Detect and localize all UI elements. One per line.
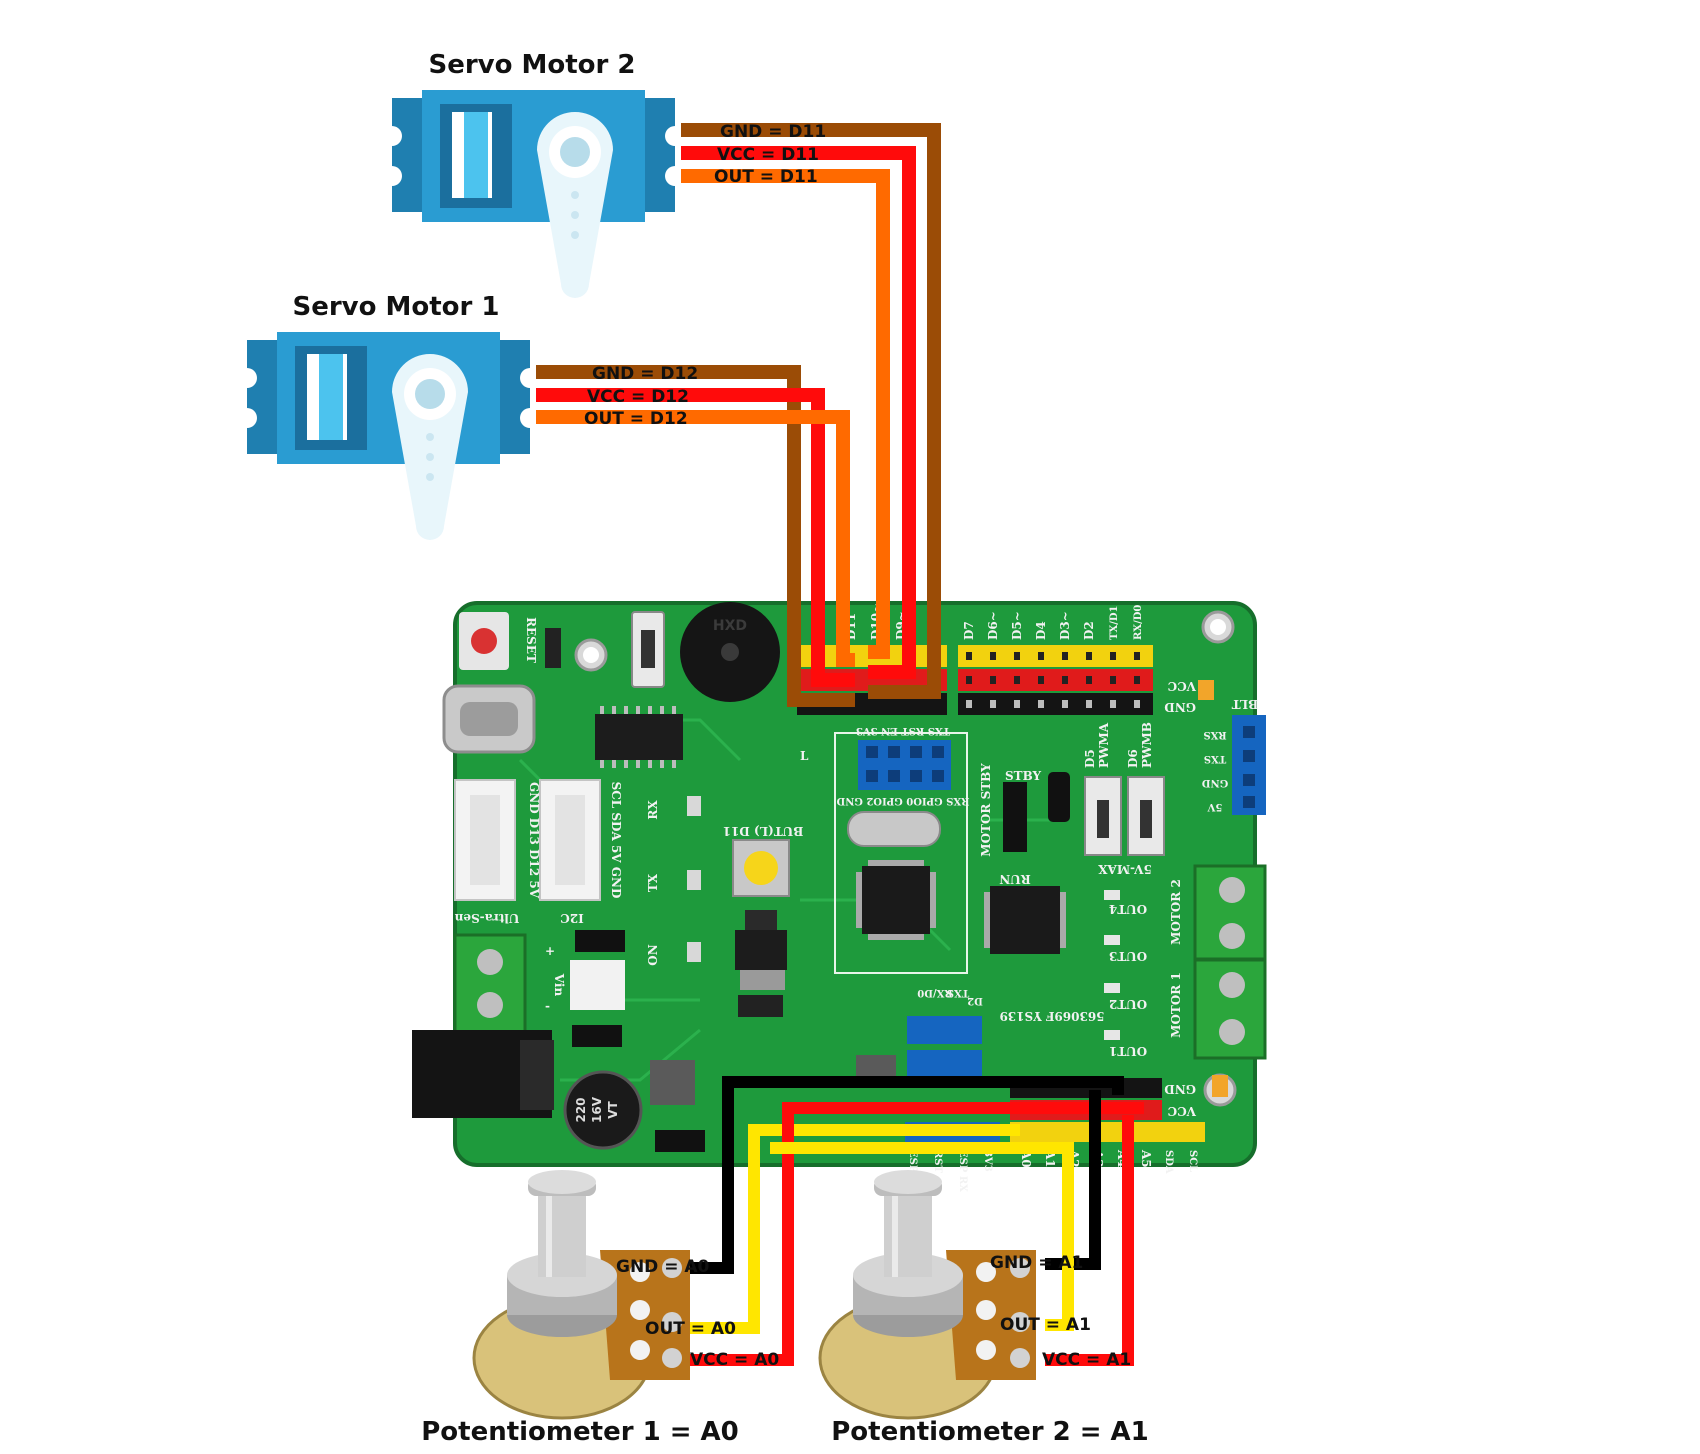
pin-scl: SCL: [1187, 1150, 1198, 1172]
pot-2-out-label: OUT = A1: [1000, 1315, 1091, 1335]
servo-1-out-wire: [536, 410, 855, 667]
run-label: RUN: [999, 872, 1030, 886]
d2-label: D2: [967, 995, 983, 1006]
blt-label: BLT: [1232, 697, 1259, 711]
pwmb-label: PWMB: [1140, 722, 1154, 768]
pot-1-out-wire: [690, 1124, 1020, 1334]
d5-label: D5: [1083, 749, 1097, 768]
l-led-label: L: [800, 749, 809, 763]
cap-220: 220: [574, 1097, 588, 1122]
vin-label: Vin: [552, 973, 566, 997]
pot-1-wires: [690, 1076, 1144, 1366]
blt-txs: TXS: [1204, 753, 1226, 764]
on-label: ON: [646, 944, 660, 965]
pot-2-gnd-label: GND = A1: [990, 1253, 1083, 1273]
plus-label: +: [545, 944, 555, 958]
pin-d7: D7: [962, 621, 976, 640]
ultra-sen-label: Ultra-Sen: [454, 911, 519, 925]
pin-rx-d0: RX/D0: [1133, 605, 1144, 640]
out2-label: OUT2: [1109, 997, 1147, 1011]
header-gnd-label: GND: [1164, 700, 1196, 714]
servo-1-vcc-wire: [536, 388, 855, 687]
esp-pins-label: TXS RST EN 3V3: [856, 725, 950, 736]
servo-2-vcc-label: VCC = D11: [717, 145, 819, 165]
pin-d3: D3~: [1058, 611, 1072, 640]
i2c-pins-label: SCL SDA 5V GND: [609, 782, 623, 899]
esp-pins2-label: RXS GPIO0 GPIO2 GND: [836, 795, 969, 806]
chip-code-label: 563069F YS139: [999, 1009, 1104, 1023]
3v3-bottom: 3V3: [982, 1150, 993, 1172]
tx-label: TX: [646, 873, 660, 892]
pin-d4: D4: [1034, 621, 1048, 640]
servo-1-wires: [536, 365, 855, 707]
pot-2-vcc-label: VCC = A1: [1042, 1350, 1131, 1370]
pin-sda: SDA: [1163, 1150, 1174, 1174]
out4-label: OUT4: [1109, 902, 1147, 916]
out1-label: OUT1: [1109, 1044, 1147, 1058]
bottom-vcc-label: VCC: [1168, 1104, 1197, 1118]
servo-2-gnd-label: GND = D11: [720, 122, 826, 142]
pot-2-out-wire: [770, 1142, 1074, 1331]
esp-rx-bottom: ESP RX: [957, 1150, 968, 1192]
buzzer-label: HXD: [713, 618, 747, 634]
servo-1-out-label: OUT = D12: [584, 409, 688, 429]
header-vcc-label: VCC: [1168, 679, 1197, 693]
pot-1-gnd-label: GND = A0: [616, 1257, 710, 1277]
pwma-label: PWMA: [1097, 722, 1111, 768]
servo-1-vcc-label: VCC = D12: [587, 387, 689, 407]
txs-label: TXS: [947, 987, 969, 998]
bottom-gnd-label: GND: [1164, 1082, 1196, 1096]
v-max-label: 5V-MAX: [1097, 862, 1151, 876]
servo-motor-2: [392, 90, 675, 298]
rst-bottom: RST: [932, 1150, 943, 1174]
servo-1-gnd-label: GND = D12: [592, 364, 698, 384]
out3-label: OUT3: [1109, 949, 1147, 963]
pin-a5: A5: [1139, 1149, 1153, 1168]
servo-2-out-label: OUT = D11: [714, 167, 818, 187]
but-label: BUT(L) D11: [723, 824, 804, 838]
pot-1-title: Potentiometer 1 = A0: [421, 1417, 739, 1447]
cap-vt: VT: [606, 1100, 620, 1118]
servo-motor-1: [247, 332, 530, 540]
d6-label: D6: [1126, 749, 1140, 768]
rxd0-label: RX/D0: [917, 987, 952, 998]
rx-label: RX: [646, 800, 660, 820]
motor2-label: MOTOR 2: [1169, 879, 1183, 945]
pot-1-vcc-label: VCC = A0: [690, 1350, 779, 1370]
pot-2-vcc-wire: [1045, 1115, 1134, 1366]
pot-2-wires: [770, 1090, 1134, 1366]
motor1-label: MOTOR 1: [1169, 972, 1183, 1038]
servo-1-title: Servo Motor 1: [292, 292, 499, 322]
minus-label: -: [545, 999, 550, 1013]
servo-1-gnd-wire: [536, 365, 855, 707]
potentiometer-2: [818, 1170, 1036, 1420]
pot-1-vcc-wire: [690, 1102, 1144, 1366]
potentiometer-1: [472, 1170, 690, 1420]
pot-1-gnd-wire: [690, 1076, 1124, 1274]
reset-label: RESET: [524, 617, 538, 663]
cap-16v: 16V: [590, 1096, 604, 1123]
pin-tx-d1: TX/D1: [1109, 606, 1120, 640]
blt-5v: 5V: [1207, 801, 1222, 812]
pin-d5: D5~: [1010, 611, 1024, 640]
servo-2-wires: [681, 123, 941, 699]
pot-1-out-label: OUT = A0: [645, 1319, 736, 1339]
servo-2-title: Servo Motor 2: [428, 50, 635, 80]
pin-d6: D6~: [986, 611, 1000, 640]
pin-d2: D2: [1082, 621, 1096, 640]
blt-rxs: RXS: [1203, 729, 1226, 740]
pot-2-title: Potentiometer 2 = A1: [831, 1417, 1149, 1447]
controller-board: RESET HXD GND D13 D12 5V SCL SDA 5V GND …: [412, 601, 1267, 1192]
i2c-label: I2C: [560, 911, 584, 925]
blt-gnd: GND: [1201, 777, 1228, 788]
pot-2-gnd-wire: [1045, 1090, 1101, 1270]
ultra-pins-label: GND D13 D12 5V: [527, 782, 541, 899]
stby-label: STBY: [1005, 769, 1042, 783]
motor-stby-label: MOTOR STBY: [979, 763, 993, 857]
